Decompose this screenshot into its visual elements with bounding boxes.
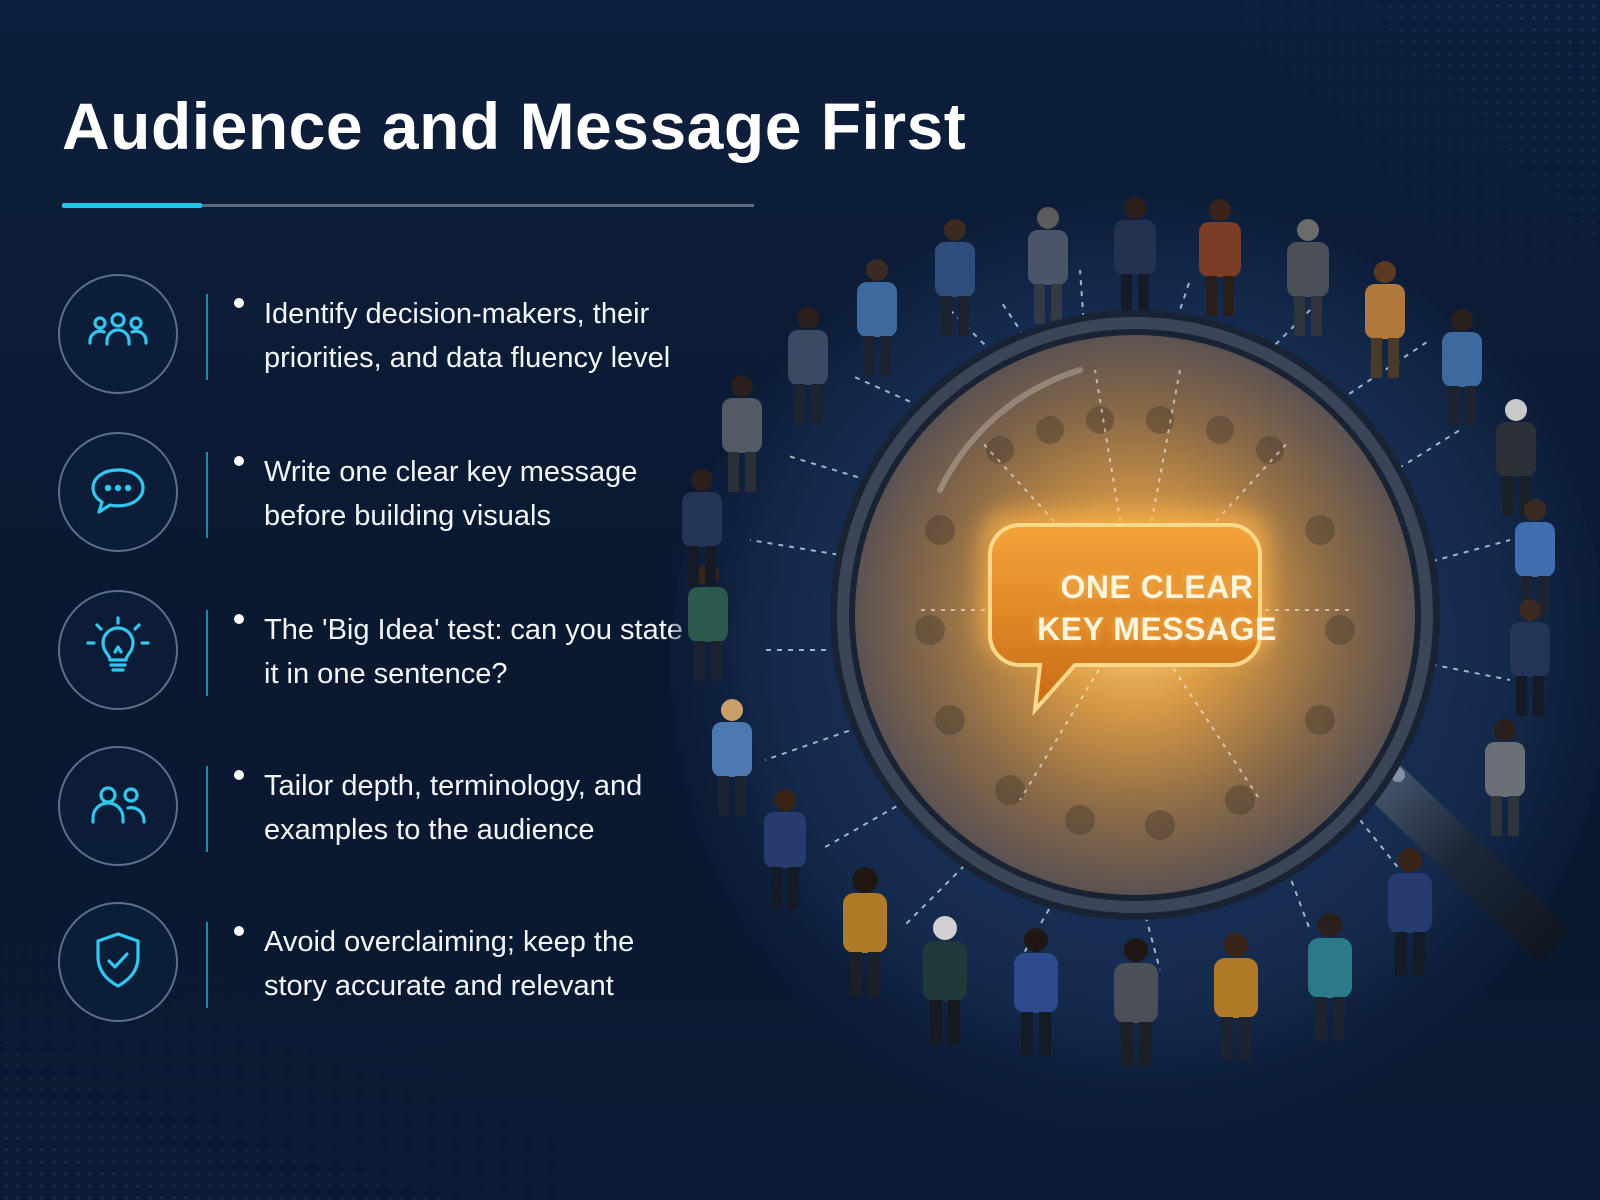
bullet-dot	[234, 456, 244, 466]
message-bubble	[988, 523, 1262, 717]
audience-illustration	[670, 197, 1600, 1140]
shield-check-icon	[58, 902, 178, 1022]
item-divider	[206, 610, 208, 696]
item-text: Avoid overclaiming; keep the story accur…	[264, 926, 635, 1002]
item-text: Tailor depth, terminology, and examples …	[264, 770, 643, 846]
item-divider	[206, 452, 208, 538]
title-underline	[62, 203, 754, 208]
magnifier-handle	[1345, 740, 1570, 965]
list-item: The 'Big Idea' test: can you state it in…	[58, 590, 698, 714]
lens-highlight	[937, 367, 1083, 493]
slide-title: Audience and Message First	[62, 89, 967, 163]
magnifier-rim	[837, 317, 1433, 913]
item-divider	[206, 294, 208, 380]
list-item: Identify decision-makers, their prioriti…	[58, 274, 698, 398]
key-message-line-2: KEY MESSAGE	[1037, 611, 1277, 647]
list-item: Write one clear key message before build…	[58, 432, 698, 556]
bullet-dot	[234, 926, 244, 936]
item-text: The 'Big Idea' test: can you state it in…	[264, 614, 683, 690]
lens-crowd	[915, 406, 1355, 840]
key-message-line-1: ONE CLEAR	[1060, 569, 1254, 605]
item-text: Identify decision-makers, their prioriti…	[264, 298, 671, 374]
people-group-icon	[58, 274, 178, 394]
item-divider	[206, 766, 208, 852]
bullet-dot	[234, 614, 244, 624]
item-text: Write one clear key message before build…	[264, 456, 638, 532]
list-item: Tailor depth, terminology, and examples …	[58, 746, 698, 870]
list-item: Avoid overclaiming; keep the story accur…	[58, 902, 698, 1026]
crowd-figures	[682, 197, 1555, 1066]
key-message-text: ONE CLEAR KEY MESSAGE	[1012, 566, 1302, 650]
bullet-dot	[234, 298, 244, 308]
bullet-dot	[234, 770, 244, 780]
two-people-icon	[58, 746, 178, 866]
item-divider	[206, 922, 208, 1008]
dot-pattern-top-right	[1240, 0, 1600, 260]
lightbulb-icon	[58, 590, 178, 710]
chat-bubble-icon	[58, 432, 178, 552]
title-underline-accent	[62, 203, 202, 208]
